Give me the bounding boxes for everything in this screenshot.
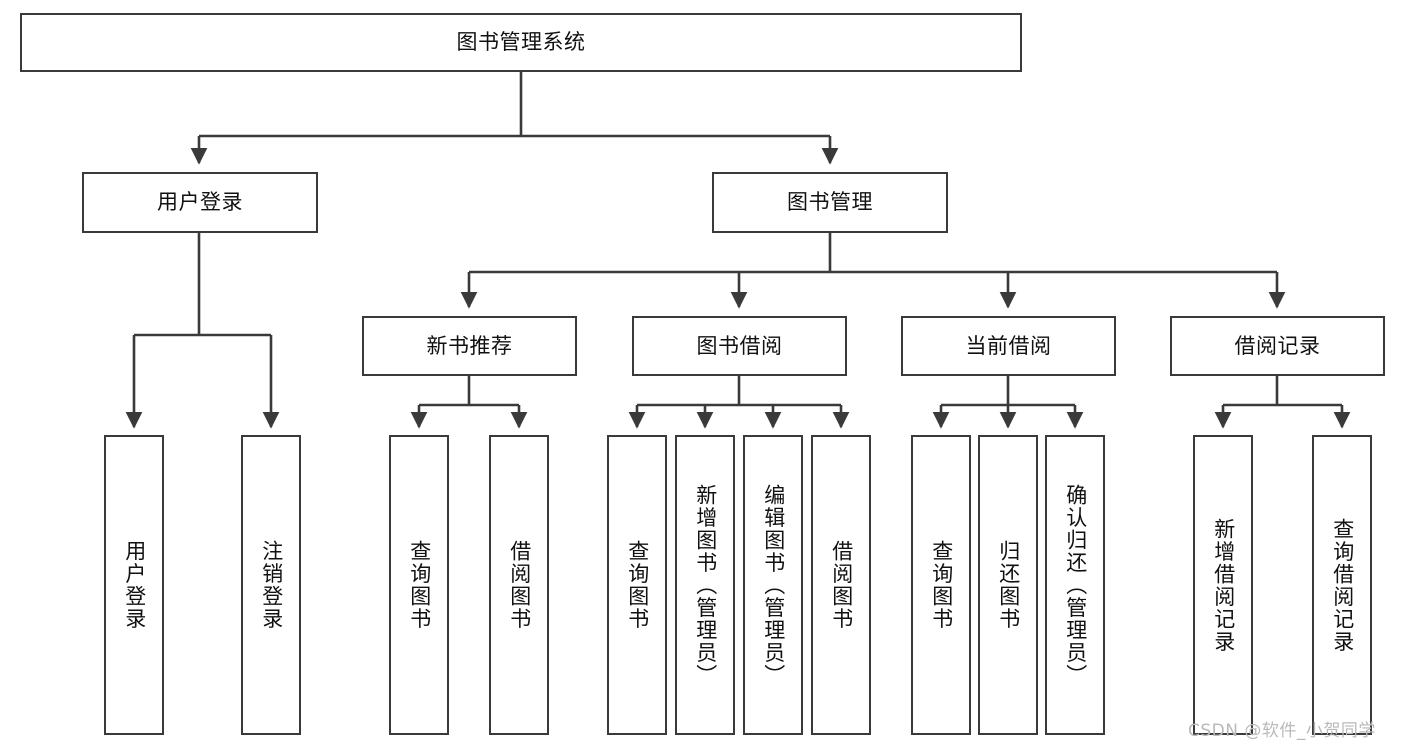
node-new-book-recommend[interactable]: 新书推荐	[362, 316, 577, 376]
node-leaf-return-book-label: 归还图书	[996, 540, 1021, 630]
node-book-manage-label: 图书管理	[787, 190, 873, 215]
node-leaf-add-record-label: 新增借阅记录	[1211, 517, 1236, 653]
node-leaf-query-book-2[interactable]: 查询图书	[607, 435, 667, 735]
node-borrow-record-label: 借阅记录	[1234, 333, 1321, 358]
node-new-book-recommend-label: 新书推荐	[426, 333, 513, 358]
node-leaf-edit-book[interactable]: 编辑图书（管理员）	[743, 435, 803, 735]
node-leaf-query-book-3[interactable]: 查询图书	[911, 435, 971, 735]
node-leaf-query-book-1[interactable]: 查询图书	[389, 435, 449, 735]
node-leaf-borrow-book-1[interactable]: 借阅图书	[489, 435, 549, 735]
node-leaf-logout-label: 注销登录	[259, 540, 284, 630]
node-leaf-add-record[interactable]: 新增借阅记录	[1193, 435, 1253, 735]
node-leaf-confirm-return[interactable]: 确认归还（管理员）	[1045, 435, 1105, 735]
node-leaf-edit-book-label: 编辑图书（管理员）	[761, 483, 786, 687]
node-book-manage[interactable]: 图书管理	[712, 172, 948, 233]
node-book-borrow-label: 图书借阅	[696, 333, 783, 358]
node-borrow-record[interactable]: 借阅记录	[1170, 316, 1385, 376]
node-leaf-borrow-book-2[interactable]: 借阅图书	[811, 435, 871, 735]
node-leaf-query-book-2-label: 查询图书	[625, 540, 650, 630]
node-leaf-borrow-book-1-label: 借阅图书	[507, 540, 532, 630]
node-leaf-query-book-1-label: 查询图书	[407, 540, 432, 630]
node-leaf-query-record-label: 查询借阅记录	[1330, 517, 1355, 653]
csdn-watermark: CSDN @软件_小贺同学	[1188, 721, 1376, 741]
node-current-borrow-label: 当前借阅	[965, 333, 1052, 358]
node-leaf-return-book[interactable]: 归还图书	[978, 435, 1038, 735]
node-leaf-confirm-return-label: 确认归还（管理员）	[1063, 483, 1088, 687]
node-leaf-add-book[interactable]: 新增图书（管理员）	[675, 435, 735, 735]
node-root[interactable]: 图书管理系统	[20, 13, 1022, 72]
node-leaf-logout[interactable]: 注销登录	[241, 435, 301, 735]
node-book-borrow[interactable]: 图书借阅	[632, 316, 847, 376]
node-user-login-label: 用户登录	[157, 190, 243, 215]
node-leaf-user-login-label: 用户登录	[122, 540, 147, 630]
node-leaf-user-login[interactable]: 用户登录	[104, 435, 164, 735]
node-leaf-query-record[interactable]: 查询借阅记录	[1312, 435, 1372, 735]
node-root-label: 图书管理系统	[456, 30, 586, 55]
node-leaf-query-book-3-label: 查询图书	[929, 540, 954, 630]
node-leaf-borrow-book-2-label: 借阅图书	[829, 540, 854, 630]
node-user-login[interactable]: 用户登录	[82, 172, 318, 233]
node-current-borrow[interactable]: 当前借阅	[901, 316, 1116, 376]
node-leaf-add-book-label: 新增图书（管理员）	[693, 483, 718, 687]
